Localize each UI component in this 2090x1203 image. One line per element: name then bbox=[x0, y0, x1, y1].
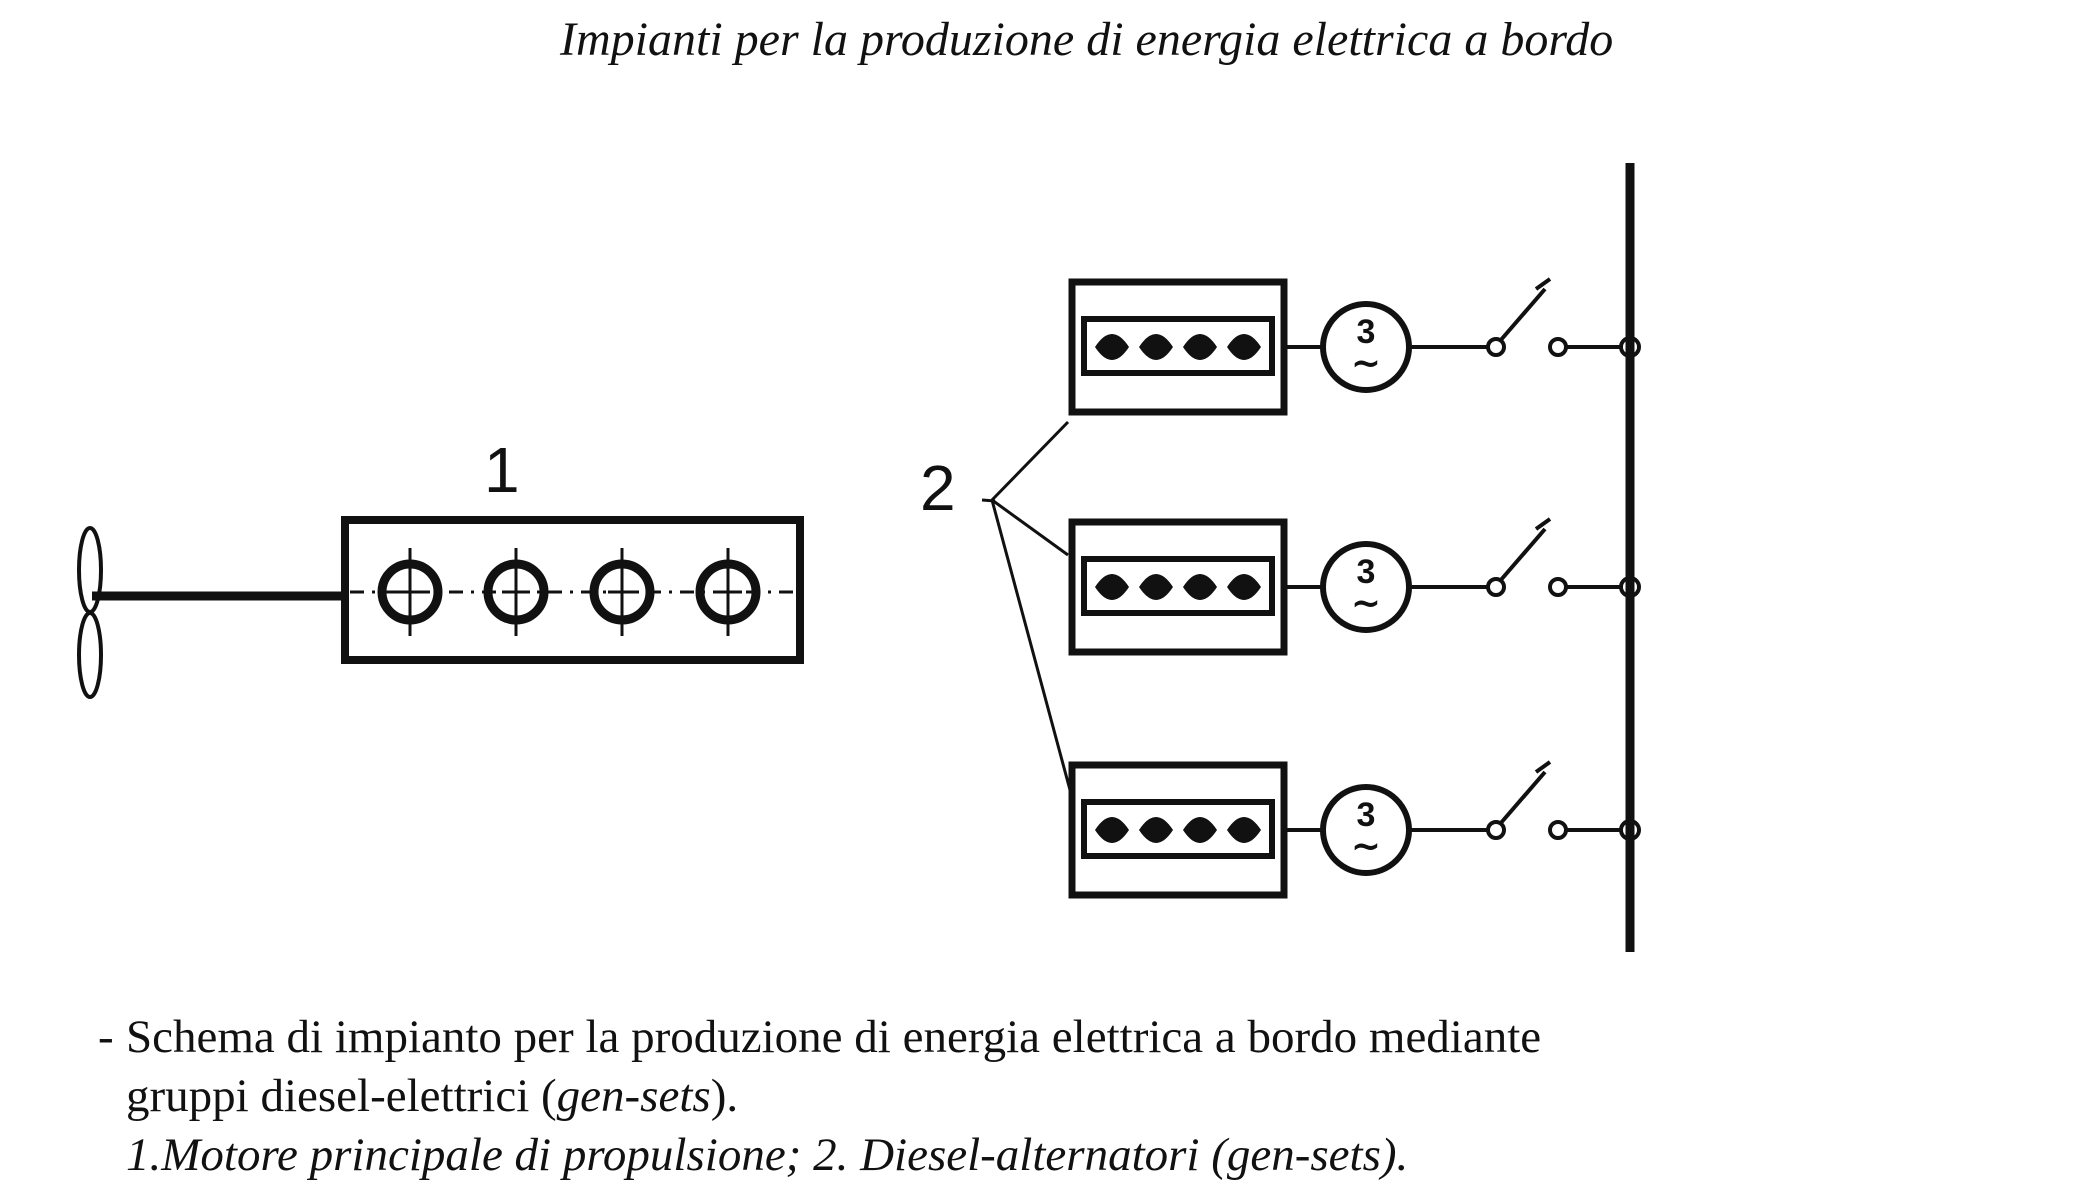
main-engine-cylinder bbox=[589, 548, 655, 636]
main-engine-cylinder bbox=[695, 548, 761, 636]
breaker-switch-icon bbox=[1486, 760, 1568, 840]
genset: 3~ bbox=[1068, 277, 1641, 416]
alternator-ac-symbol: ~ bbox=[1351, 343, 1381, 384]
genset-diesel-engine bbox=[1068, 761, 1288, 899]
genset-cylinder bbox=[1139, 334, 1173, 360]
switch-blade bbox=[1498, 287, 1547, 343]
switch-blade-tip bbox=[1534, 760, 1552, 774]
switch-blade-tip bbox=[1534, 517, 1552, 531]
main-engine-cylinder bbox=[377, 548, 443, 636]
switch-contact bbox=[1548, 337, 1568, 357]
genset: 3~ bbox=[1068, 760, 1641, 899]
genset-diesel-engine bbox=[1068, 278, 1288, 416]
genset-cylinder bbox=[1183, 574, 1217, 600]
alternator-phase-label: 3 bbox=[1357, 313, 1376, 351]
pointer-line bbox=[990, 420, 1070, 502]
switch-contact bbox=[1486, 820, 1506, 840]
genset-cylinder bbox=[1183, 334, 1217, 360]
switch-contact bbox=[1548, 820, 1568, 840]
caption-text-2c: ). bbox=[710, 1070, 739, 1122]
figure-caption: -Schema di impianto per la produzione di… bbox=[98, 1008, 2026, 1185]
alternator-ac-symbol: ~ bbox=[1351, 826, 1381, 867]
alternator-phase-label: 3 bbox=[1357, 796, 1376, 834]
genset: 3~ bbox=[1068, 517, 1641, 656]
genset-cylinder bbox=[1095, 334, 1129, 360]
pointer-line bbox=[991, 498, 1069, 557]
breaker-switch-icon bbox=[1486, 517, 1568, 597]
genset-cylinder bbox=[1139, 817, 1173, 843]
main-engine-block bbox=[341, 516, 804, 664]
caption-line-3: 1.Motore principale di propulsione; 2. D… bbox=[126, 1126, 2026, 1185]
label-gensets: 2 bbox=[920, 452, 956, 524]
main-engine-cylinder bbox=[483, 548, 549, 636]
caption-line-2: gruppi diesel-elettrici (gen-sets). bbox=[126, 1067, 2026, 1126]
breaker-switch-icon bbox=[1486, 277, 1568, 357]
genset-cylinder-bank bbox=[1081, 799, 1275, 859]
alternator: 3~ bbox=[1320, 541, 1412, 633]
alternator: 3~ bbox=[1320, 784, 1412, 876]
main-engine-cylinders bbox=[377, 548, 761, 636]
genset-cylinder bbox=[1183, 817, 1217, 843]
label-main-engine: 1 bbox=[484, 434, 520, 506]
genset-cylinder bbox=[1139, 574, 1173, 600]
pointer-line bbox=[990, 499, 1072, 791]
alternator-phase-label: 3 bbox=[1357, 553, 1376, 591]
switch-contact bbox=[1486, 577, 1506, 597]
caption-line-1: -Schema di impianto per la produzione di… bbox=[98, 1008, 2026, 1067]
genset-cylinder bbox=[1095, 817, 1129, 843]
gensets: 3~3~3~ bbox=[1068, 277, 1641, 899]
genset-cylinder-bank bbox=[1081, 556, 1275, 616]
switch-blade bbox=[1498, 527, 1547, 583]
gensets-pointer: 2 bbox=[920, 420, 1072, 791]
genset-cylinder bbox=[1227, 334, 1261, 360]
genset-cylinder-bank bbox=[1081, 316, 1275, 376]
alternator: 3~ bbox=[1320, 301, 1412, 393]
caption-text-2b: gen-sets bbox=[556, 1070, 711, 1122]
alternator-ac-symbol: ~ bbox=[1351, 583, 1381, 624]
switch-contact bbox=[1486, 337, 1506, 357]
power-plant-diagram: 1 2 3~3~3~ bbox=[77, 163, 1641, 952]
genset-cylinder bbox=[1095, 574, 1129, 600]
switch-contact bbox=[1548, 577, 1568, 597]
caption-text-3: 1.Motore principale di propulsione; 2. D… bbox=[126, 1129, 1409, 1181]
genset-cylinder bbox=[1227, 574, 1261, 600]
switch-blade bbox=[1498, 770, 1547, 826]
genset-diesel-engine bbox=[1068, 518, 1288, 656]
page-header: Impianti per la produzione di energia el… bbox=[560, 13, 1614, 66]
caption-text-1: Schema di impianto per la produzione di … bbox=[126, 1011, 1542, 1063]
switch-blade-tip bbox=[1534, 277, 1552, 291]
genset-cylinder bbox=[1227, 817, 1261, 843]
caption-dash: - bbox=[98, 1011, 114, 1063]
caption-text-2a: gruppi diesel-elettrici ( bbox=[126, 1070, 557, 1122]
propeller-icon bbox=[77, 526, 103, 699]
propulsion-group: 1 bbox=[77, 434, 804, 699]
